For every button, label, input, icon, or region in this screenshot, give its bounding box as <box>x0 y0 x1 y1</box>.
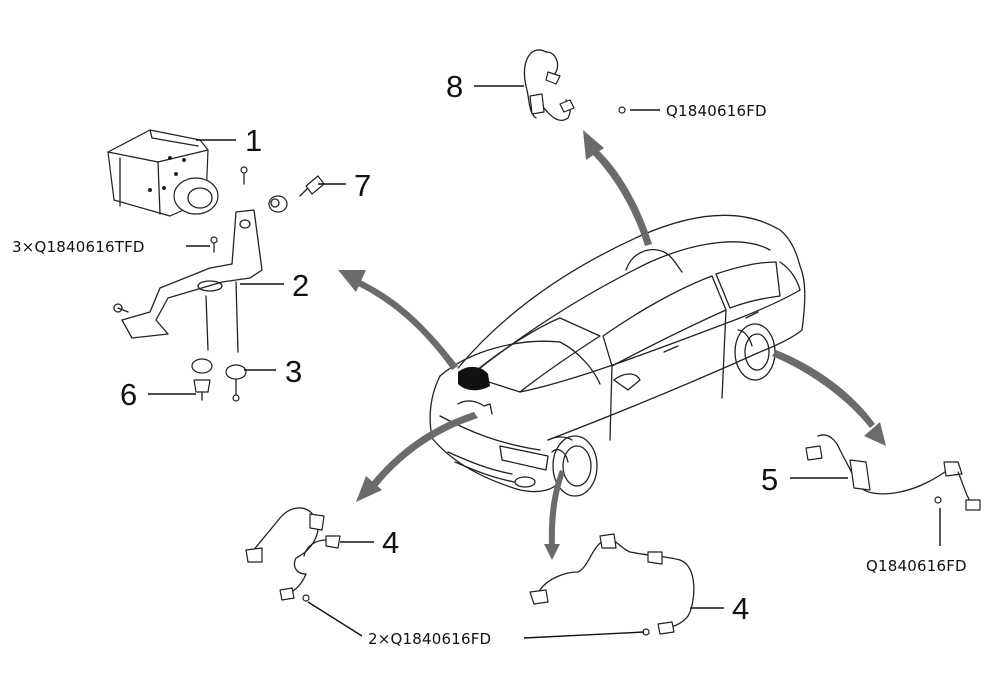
rear-harness-bolt <box>618 106 626 114</box>
callout-3: 3 <box>285 354 302 389</box>
callout-5: 5 <box>761 462 778 497</box>
arrow-to-rear-harness <box>583 130 652 246</box>
part-code-rear-harness-bolt: Q1840616FD <box>666 102 767 120</box>
insulator-3 <box>225 364 247 402</box>
abs-hydraulic-unit <box>107 129 219 217</box>
rear-right-sensor-location <box>737 329 753 347</box>
bracket-bolts <box>210 166 248 253</box>
callout-4-front-right: 4 <box>732 591 749 626</box>
arrow-to-front-left-sensor <box>356 412 478 502</box>
front-right-wheel-speed-sensor-4 <box>529 533 695 636</box>
bushing <box>268 195 288 213</box>
front-left-sensor-location <box>457 400 493 415</box>
callout-4-front-left: 4 <box>382 525 399 560</box>
front-right-sensor-location <box>551 448 569 463</box>
rear-wheel-speed-sensor-5 <box>805 434 981 511</box>
abs-bracket <box>113 209 263 353</box>
front-left-wheel-speed-sensor-4 <box>245 507 341 602</box>
arrow-to-abs-module <box>338 270 458 370</box>
callout-7: 7 <box>354 168 371 203</box>
part-code-rear-sensor-bolt: Q1840616FD <box>866 557 967 575</box>
callout-6: 6 <box>120 377 137 412</box>
car-body-drawing <box>429 214 806 497</box>
callout-8: 8 <box>446 69 463 104</box>
rear-sensor-harness-location <box>625 249 683 273</box>
arrow-to-front-right-sensor <box>544 470 565 560</box>
part-code-front-sensor-bolts: 2×Q1840616FD <box>368 630 491 648</box>
leader-lines <box>148 85 941 639</box>
callout-2: 2 <box>292 268 309 303</box>
rear-sensor-harness-8 <box>523 49 575 122</box>
arrow-to-rear-sensor <box>772 350 886 446</box>
abs-module-location <box>458 366 490 391</box>
grommet-bolt-7 <box>299 175 325 197</box>
insulator-6 <box>191 358 213 401</box>
part-code-bracket-bolts: 3×Q1840616TFD <box>12 238 145 256</box>
callout-1: 1 <box>245 123 262 158</box>
